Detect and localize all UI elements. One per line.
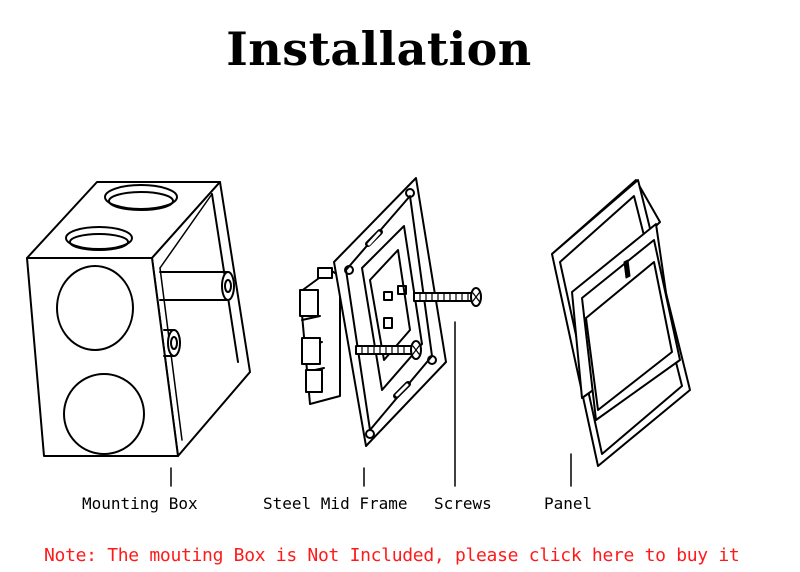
- leader-lines: [170, 321, 572, 487]
- label-mounting-box: Mounting Box: [82, 494, 198, 513]
- page-title: Installation: [226, 22, 532, 76]
- mounting-box-drawing: [26, 181, 251, 457]
- buy-mounting-box-note-link[interactable]: Note: The mouting Box is Not Included, p…: [44, 545, 740, 566]
- label-steel-mid-frame: Steel Mid Frame: [263, 494, 408, 513]
- label-screws: Screws: [434, 494, 492, 513]
- screws-drawing: [355, 287, 482, 360]
- label-panel: Panel: [544, 494, 593, 513]
- steel-mid-frame-drawing: [299, 177, 447, 447]
- panel-drawing: [551, 179, 691, 467]
